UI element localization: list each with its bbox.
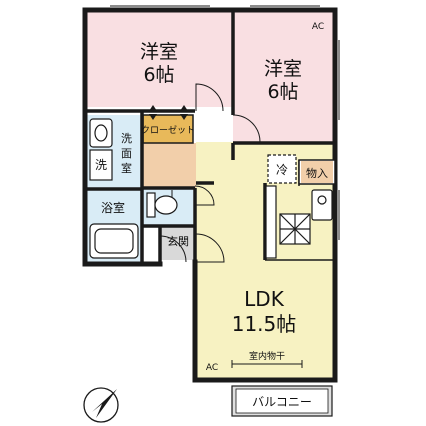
balcony-label: バルコニー bbox=[252, 395, 312, 409]
bath-label: 浴室 bbox=[101, 200, 125, 215]
washroom-char-2: 面 bbox=[121, 147, 132, 160]
inner-walls bbox=[85, 10, 335, 264]
north-arrow-icon bbox=[83, 387, 119, 423]
ac-top-label: AC bbox=[312, 22, 324, 32]
toilet-icon bbox=[146, 192, 178, 218]
western-room-1 bbox=[85, 12, 233, 107]
stove-icon bbox=[311, 189, 333, 221]
entrance-label: 玄関 bbox=[167, 234, 189, 248]
sink-icon bbox=[89, 118, 113, 148]
washroom-char-3: 室 bbox=[121, 161, 132, 175]
western2-size: 6帖 bbox=[267, 81, 298, 103]
western1-name: 洋室 bbox=[140, 41, 178, 63]
washroom-char-1: 洗 bbox=[121, 132, 132, 145]
western1-size: 6帖 bbox=[143, 64, 174, 86]
balcony-inner bbox=[235, 388, 329, 414]
fridge-label: 冷 bbox=[276, 163, 288, 177]
ac-bottom-label: AC bbox=[206, 363, 218, 373]
washer-label: 洗 bbox=[95, 158, 107, 172]
closet-label: クローゼット bbox=[141, 124, 195, 136]
doors bbox=[159, 83, 261, 263]
bathtub-icon bbox=[89, 223, 139, 259]
washroom-label: 洗 面 室 bbox=[121, 132, 136, 175]
storage-box bbox=[301, 161, 333, 183]
walls bbox=[82, 7, 338, 383]
ldk-size: 11.5帖 bbox=[232, 312, 297, 336]
western2-name: 洋室 bbox=[264, 58, 302, 80]
corridor-lower bbox=[143, 143, 195, 188]
drying-label: 室内物干 bbox=[249, 350, 285, 362]
closet-markers bbox=[149, 105, 188, 120]
drying-rod bbox=[231, 360, 303, 368]
kitchen-counter bbox=[265, 185, 311, 259]
washer-box bbox=[89, 149, 113, 181]
ldk-name: LDK bbox=[244, 287, 285, 311]
storage-label: 物入 bbox=[306, 166, 328, 180]
closet bbox=[143, 115, 193, 143]
windows bbox=[110, 5, 340, 240]
fridge-box bbox=[267, 154, 297, 184]
